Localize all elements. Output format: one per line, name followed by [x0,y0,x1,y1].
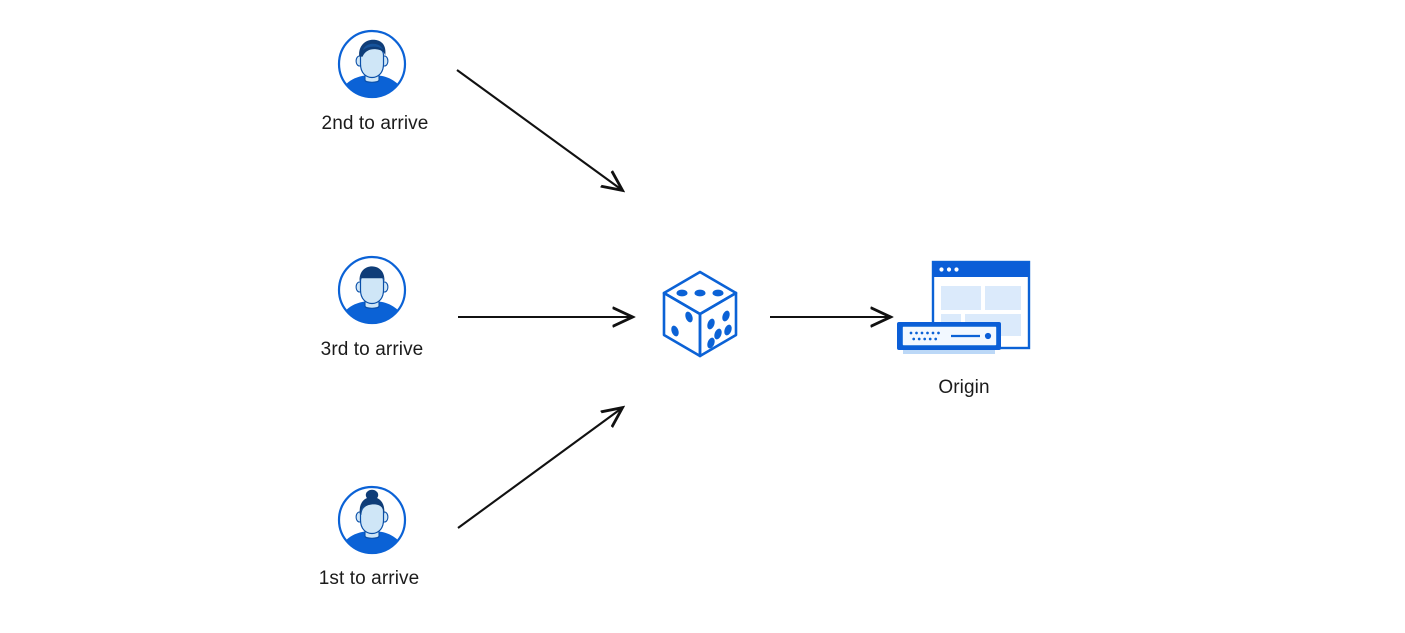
server-appliance-shape [897,322,1001,354]
node-label-user-1: 1st to arrive [318,568,420,589]
arrow-user1-to-dice [457,408,622,529]
user-avatar-icon [336,484,408,561]
user-avatar-icon [336,254,408,331]
node-origin [893,258,1038,373]
node-label-origin: Origin [938,377,990,398]
node-label-user-3: 3rd to arrive [320,339,424,360]
browser-window-shape [931,260,1031,350]
node-user-3 [336,254,408,331]
node-dice [660,268,740,365]
origin-server-icon [893,258,1038,373]
user-avatar-icon [336,28,408,105]
dice-icon [660,268,740,365]
node-user-1 [336,484,408,561]
node-label-user-2: 2nd to arrive [321,113,429,134]
node-user-2 [336,28,408,105]
